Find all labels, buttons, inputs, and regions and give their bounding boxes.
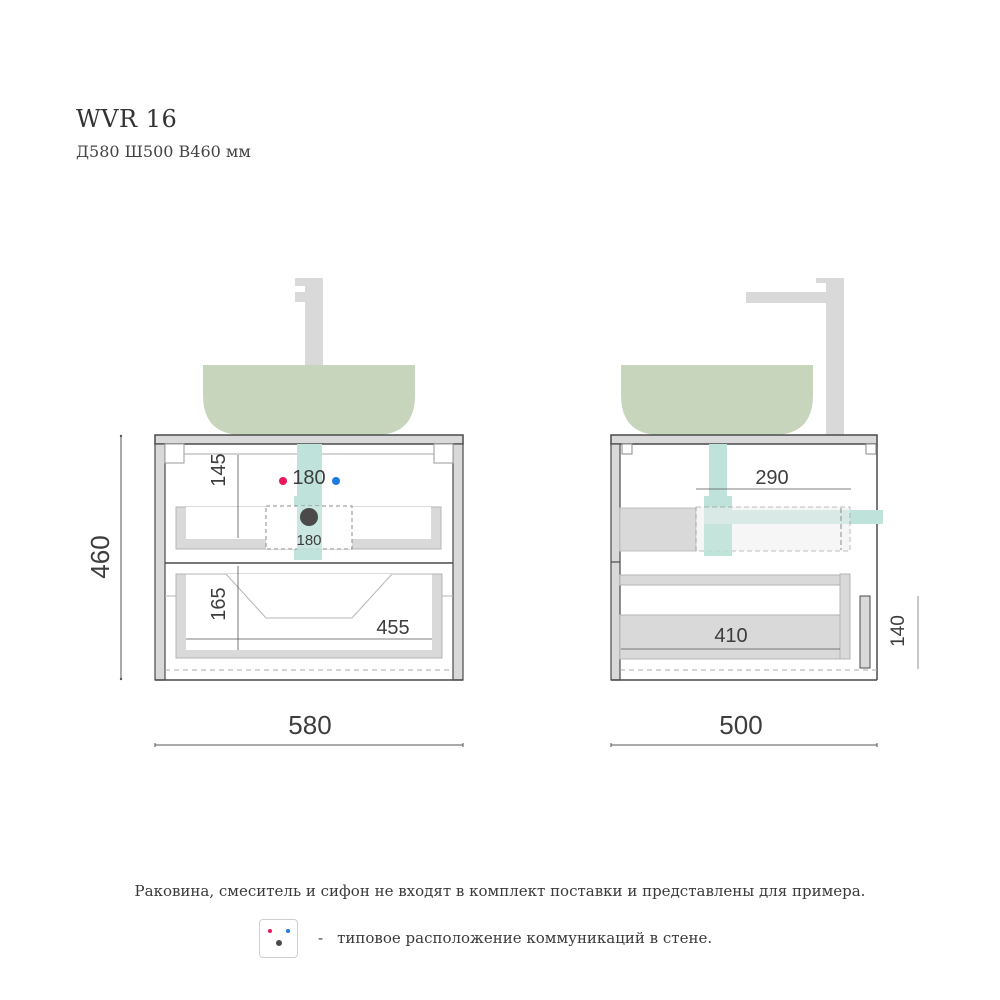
width-label: 580 bbox=[288, 710, 331, 740]
product-title: WVR 16 bbox=[76, 105, 178, 133]
siphon-cutout-side-label: 290 bbox=[755, 467, 788, 489]
drawer-length-label: 410 bbox=[714, 625, 747, 647]
side-view: 500 290 410 140 bbox=[610, 278, 919, 747]
legend-text: типовое расположение коммуникаций в стен… bbox=[337, 929, 713, 947]
bottom-drawer-width-label: 455 bbox=[376, 617, 409, 639]
cold-water-dot-icon bbox=[286, 928, 290, 933]
faucet-side bbox=[746, 278, 844, 436]
basin-front bbox=[203, 365, 415, 435]
depth-label: 500 bbox=[719, 710, 762, 740]
height-label: 460 bbox=[85, 535, 115, 578]
siphon-cutout-label: 180 bbox=[296, 532, 321, 549]
cold-water-point bbox=[332, 477, 340, 485]
hot-water-dot-icon bbox=[268, 928, 272, 933]
front-view: 460 580 145 180 180 165 455 bbox=[85, 278, 464, 747]
legend-dash: - bbox=[318, 929, 324, 947]
handle-height-label: 140 bbox=[888, 615, 909, 647]
product-dimensions: Д580 Ш500 В460 мм bbox=[76, 142, 251, 161]
drain-point bbox=[300, 508, 318, 526]
bottom-drawer-depth-label: 165 bbox=[208, 587, 230, 620]
top-drawer-depth-label: 145 bbox=[208, 453, 230, 486]
communications-legend-icon bbox=[259, 918, 298, 958]
faucet-front bbox=[295, 278, 323, 366]
hot-water-point bbox=[279, 477, 287, 485]
legend: - типовое расположение коммуникаций в ст… bbox=[259, 918, 712, 958]
pipe-spacing-label: 180 bbox=[292, 467, 325, 489]
drain-dot-icon bbox=[276, 939, 282, 946]
disclaimer-note: Раковина, смеситель и сифон не входят в … bbox=[134, 882, 866, 900]
basin-side bbox=[621, 365, 813, 435]
